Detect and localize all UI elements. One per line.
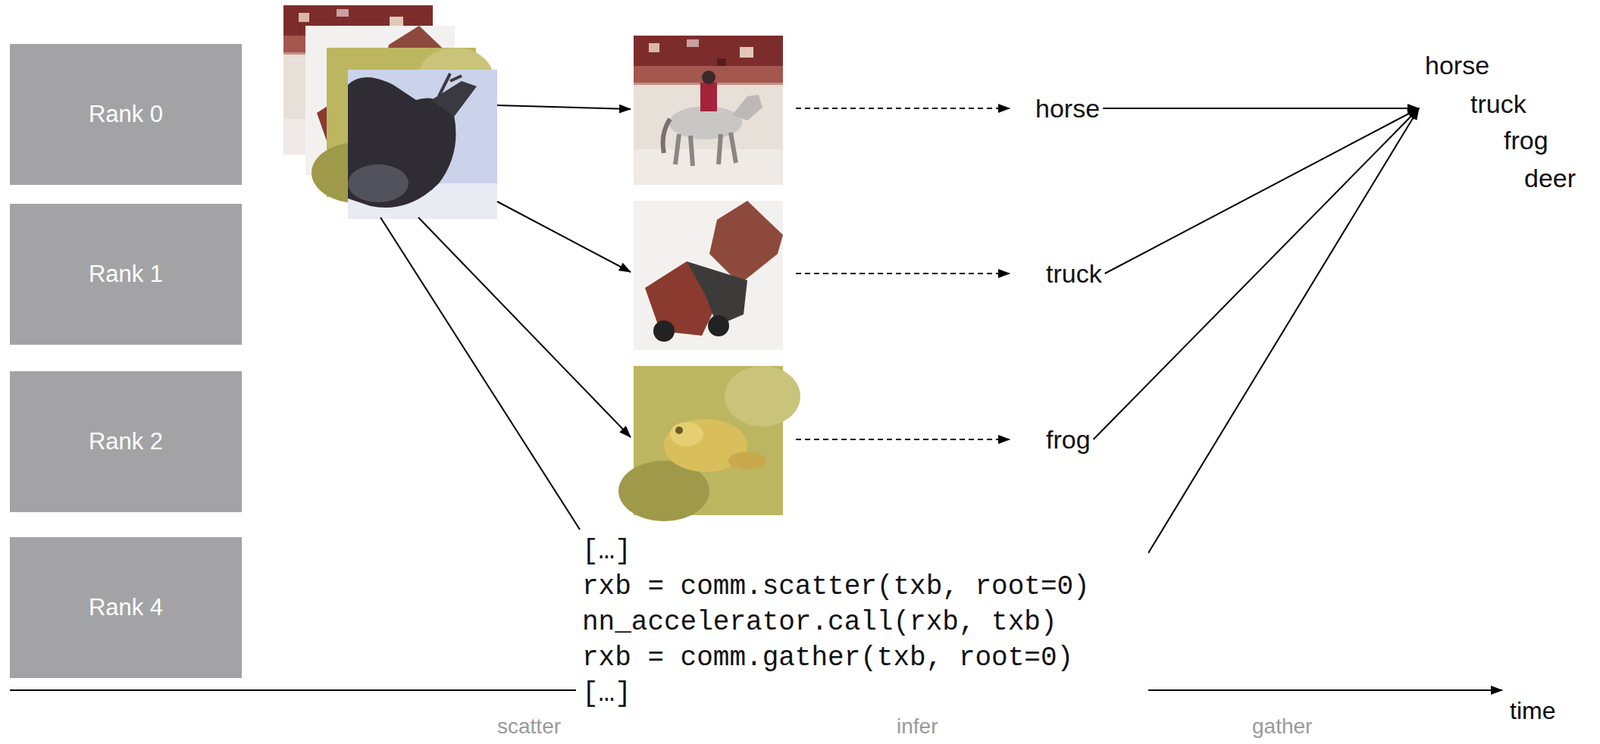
gather-arrow bbox=[1105, 108, 1419, 274]
code-line: […] bbox=[582, 676, 1141, 712]
horse-photo bbox=[633, 35, 783, 185]
rank-box: Rank 2 bbox=[9, 371, 242, 513]
axis-label: time bbox=[1509, 696, 1556, 726]
infer-arrow bbox=[795, 272, 1010, 275]
rank-box: Rank 0 bbox=[9, 43, 242, 185]
class-name: frog bbox=[1045, 424, 1091, 455]
class-name: frog bbox=[1503, 125, 1549, 156]
rank-name: Rank 2 bbox=[88, 428, 163, 456]
class-name: horse bbox=[1424, 50, 1490, 81]
phase-label: scatter bbox=[497, 713, 561, 740]
class-name: truck bbox=[1045, 258, 1103, 289]
rank-name: Rank 1 bbox=[88, 260, 163, 289]
code-line: rxb = comm.gather(txb, root=0) bbox=[582, 640, 1141, 677]
class-label: truck bbox=[1042, 258, 1106, 289]
class-label: frog bbox=[1042, 424, 1094, 455]
scatter-arrow bbox=[497, 105, 631, 110]
phase-label: gather bbox=[1252, 713, 1312, 740]
scatter-arrow bbox=[497, 201, 631, 273]
rank-name: Rank 4 bbox=[88, 594, 163, 622]
code-line: nn_accelerator.call(rxb, txb) bbox=[582, 604, 1141, 641]
gather-arrow bbox=[1093, 108, 1419, 440]
class-name: deer bbox=[1524, 162, 1576, 194]
rank-name: Rank 0 bbox=[88, 100, 163, 129]
phase-label: infer bbox=[896, 713, 938, 740]
class-name: horse bbox=[1035, 93, 1100, 124]
class-label: horse bbox=[1032, 93, 1103, 124]
gather-arrow bbox=[1102, 107, 1419, 110]
code-line: rxb = comm.scatter(txb, root=0) bbox=[582, 569, 1141, 605]
code-block: […]rxb = comm.scatter(txb, root=0)nn_acc… bbox=[576, 532, 1149, 714]
truck-photo bbox=[633, 200, 783, 351]
rank-box: Rank 1 bbox=[9, 203, 242, 345]
gather-arrow bbox=[1148, 108, 1419, 554]
scatter-line bbox=[380, 217, 580, 530]
code-line: […] bbox=[582, 533, 1141, 570]
infer-arrow bbox=[795, 438, 1010, 441]
infer-arrow bbox=[795, 107, 1010, 110]
deer-photo bbox=[347, 69, 498, 220]
class-name: truck bbox=[1470, 88, 1527, 119]
gathered-results: horse truck frog deer bbox=[1418, 48, 1590, 201]
rank-box: Rank 4 bbox=[9, 537, 242, 679]
frog-photo bbox=[618, 366, 801, 522]
